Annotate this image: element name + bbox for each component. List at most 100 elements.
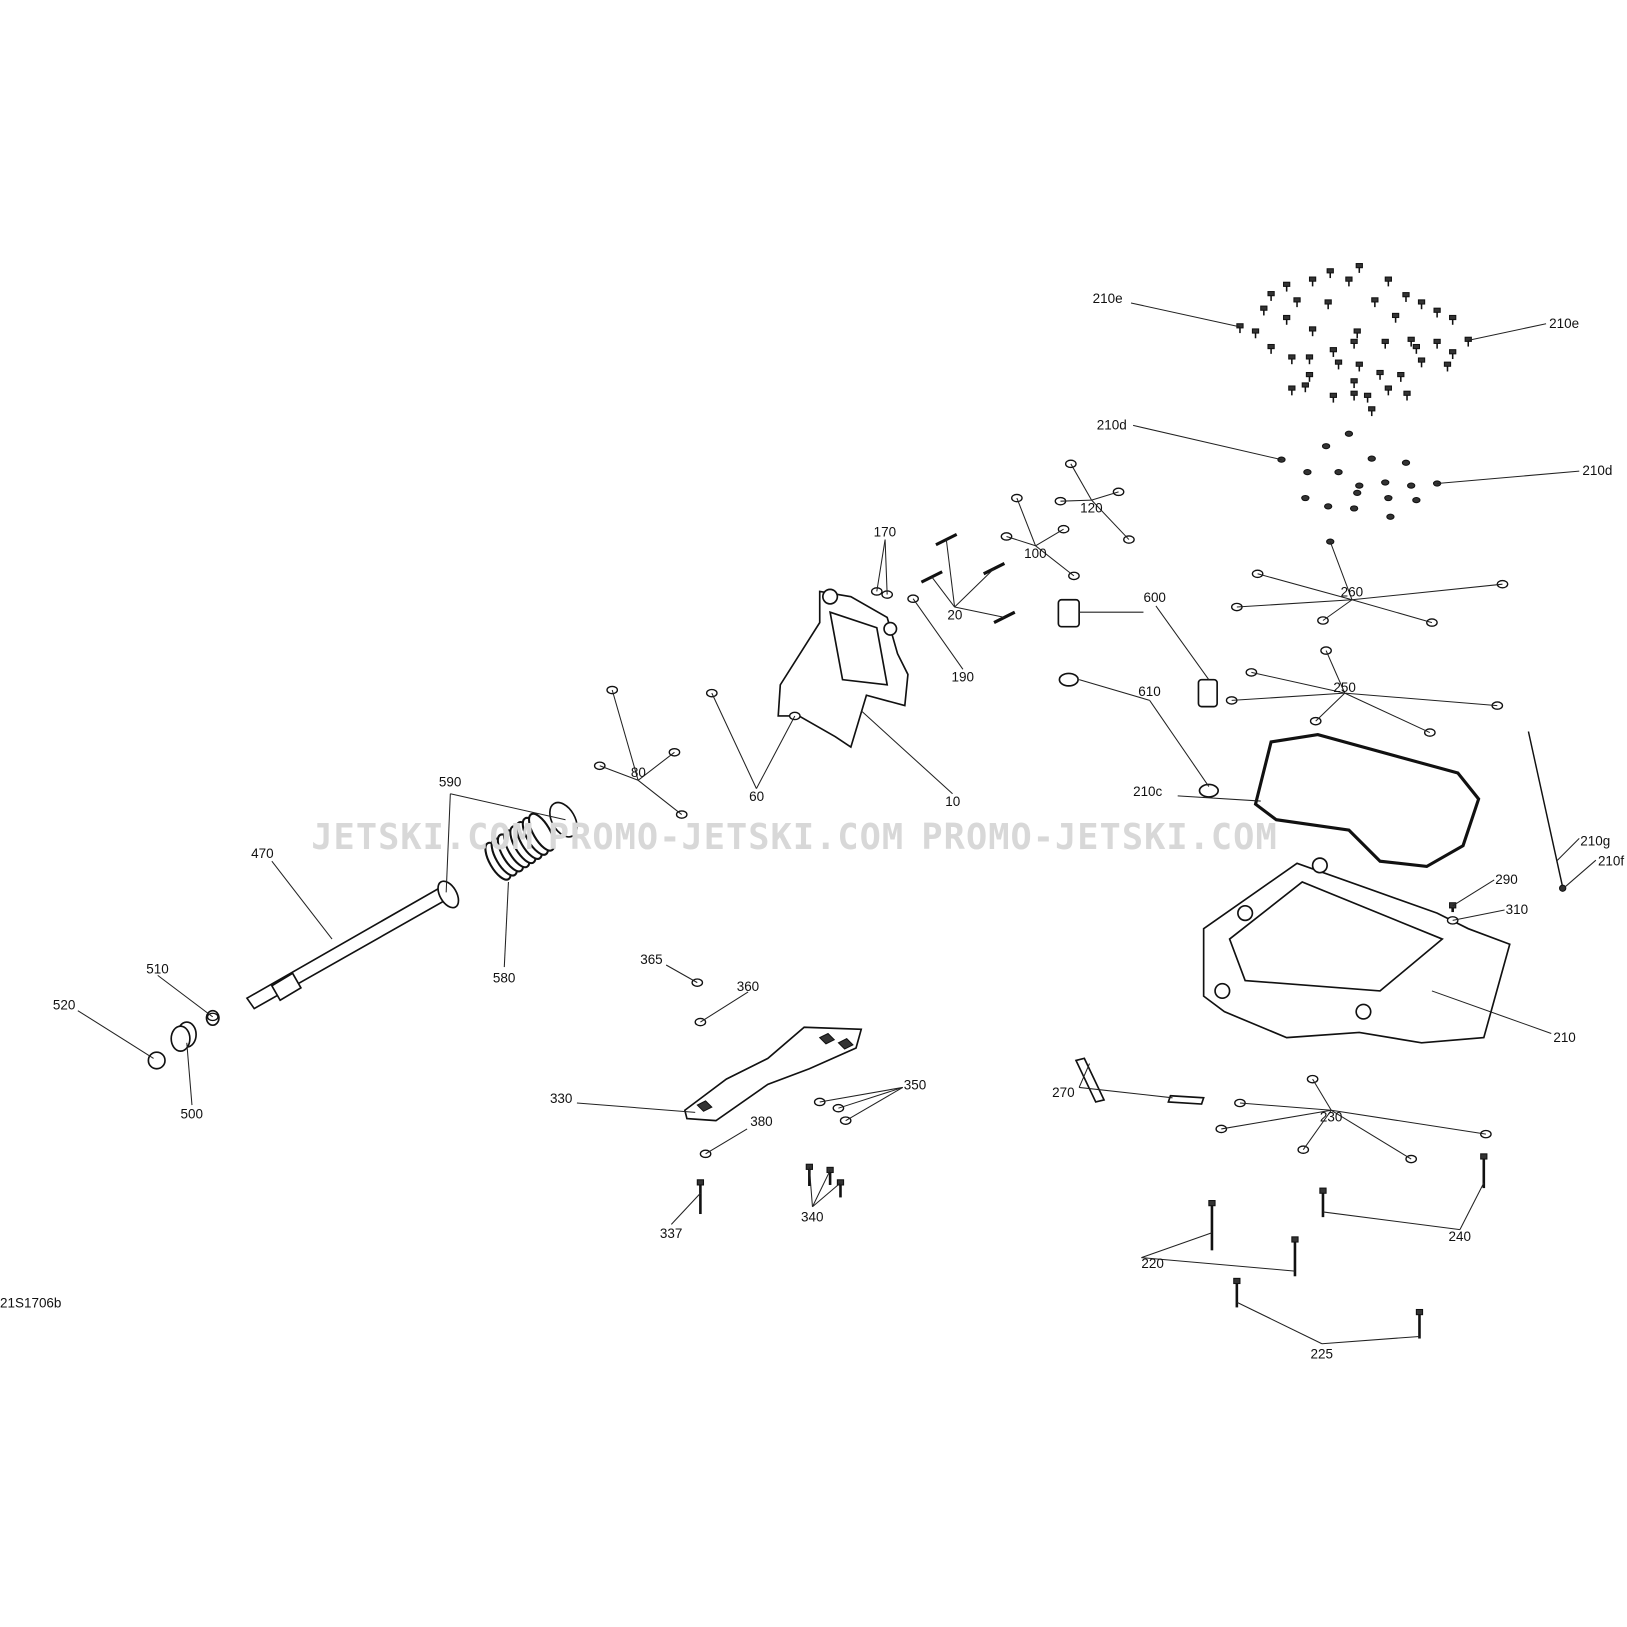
leader-line	[1060, 499, 1092, 502]
screw-head	[1308, 326, 1317, 332]
callout-225: 225	[1311, 1346, 1333, 1361]
drive-shaft-470	[245, 886, 450, 1010]
screw-head	[1363, 392, 1372, 398]
leader-line	[1221, 1109, 1332, 1130]
washer	[1309, 716, 1322, 726]
callout-330: 330	[550, 1091, 572, 1106]
leader-line	[755, 715, 796, 789]
nut-array-210d	[1277, 430, 1442, 545]
leader-line	[157, 974, 214, 1018]
leader-line	[808, 1167, 813, 1207]
callout-120: 120	[1080, 501, 1102, 516]
leader-line	[445, 793, 451, 893]
leader-line	[1452, 879, 1495, 907]
leader-line	[1344, 692, 1498, 707]
nut	[1353, 489, 1362, 496]
screw-head	[1355, 361, 1363, 367]
screw-head	[1288, 354, 1296, 360]
screw-head	[1283, 314, 1291, 321]
screw-head	[1353, 328, 1361, 334]
callout-510: 510	[146, 961, 168, 976]
callout-210c: 210c	[1133, 784, 1162, 799]
bolt-head	[1291, 1236, 1299, 1243]
leader-line	[1236, 599, 1353, 608]
leader-line	[845, 1086, 903, 1122]
screw-head	[1305, 371, 1314, 378]
leader-line	[860, 710, 953, 795]
leader-line	[450, 793, 566, 821]
nut	[1324, 503, 1333, 510]
callout-20: 20	[947, 607, 962, 622]
callout-380: 380	[750, 1114, 772, 1129]
leader-line	[1468, 323, 1547, 341]
screw-head	[1402, 292, 1410, 298]
leader-line	[1079, 1086, 1173, 1099]
callout-240: 240	[1449, 1229, 1471, 1244]
callout-290: 290	[1495, 872, 1517, 887]
screw-head	[1329, 392, 1337, 398]
nut	[1321, 443, 1331, 450]
leader-line	[1132, 424, 1282, 461]
leader-line	[945, 539, 956, 608]
leader-line	[1322, 1211, 1461, 1231]
leader-line	[670, 1192, 701, 1225]
leader-line	[884, 539, 888, 595]
leader-line	[637, 751, 675, 781]
leader-line	[1321, 1335, 1420, 1345]
nut	[1344, 430, 1354, 437]
screw-head	[1384, 276, 1392, 282]
bolt-head	[1415, 1308, 1424, 1316]
leader-line	[503, 881, 509, 968]
drain-plug-600	[1057, 598, 1218, 708]
leader-line	[876, 539, 886, 592]
leader-line	[1452, 909, 1505, 921]
leader-line	[1459, 1182, 1485, 1230]
callout-230: 230	[1320, 1110, 1342, 1125]
screw-head	[1283, 281, 1291, 287]
screw-head	[1267, 291, 1275, 297]
callout-260: 260	[1341, 585, 1363, 600]
leader-line	[838, 1086, 903, 1109]
leader-line	[912, 598, 964, 670]
housing-10	[777, 588, 909, 749]
leader-line	[1141, 1232, 1213, 1259]
rod-210g	[1527, 731, 1567, 892]
screw-head	[1350, 390, 1358, 396]
screw-head	[1433, 307, 1441, 313]
leader-line	[1331, 1109, 1412, 1160]
callout-210e-left: 210e	[1093, 291, 1123, 306]
leader-line	[1035, 545, 1075, 577]
screw-head	[1381, 338, 1389, 344]
boot-580	[484, 812, 556, 881]
leader-line	[1329, 541, 1353, 600]
leader-line	[1070, 463, 1093, 501]
screw-head	[1305, 354, 1314, 360]
leader-line	[1251, 671, 1345, 694]
washer	[907, 594, 919, 604]
screw-head	[1397, 371, 1405, 378]
callout-210g: 210g	[1580, 834, 1610, 849]
seal-500	[170, 1021, 197, 1052]
callout-365: 365	[640, 952, 662, 967]
leader-line	[1325, 650, 1346, 694]
callout-310: 310	[1506, 902, 1528, 917]
screw-head	[1407, 336, 1415, 342]
screw-head	[1417, 299, 1426, 305]
leader-line	[705, 1128, 748, 1155]
ride-plate-210	[1202, 857, 1511, 1044]
screw-head	[1412, 343, 1420, 350]
anode-270	[1074, 1057, 1205, 1105]
stud	[993, 610, 1016, 624]
screw-head	[1371, 297, 1379, 303]
boot-ring	[527, 812, 556, 852]
callout-580: 580	[493, 971, 515, 986]
screw-head	[1350, 378, 1358, 384]
callout-210f: 210f	[1598, 853, 1624, 868]
washer	[813, 1097, 826, 1107]
nut	[1381, 479, 1390, 486]
leader-line	[1091, 491, 1119, 501]
screw-head	[1391, 312, 1400, 319]
leader-line	[1091, 499, 1130, 540]
